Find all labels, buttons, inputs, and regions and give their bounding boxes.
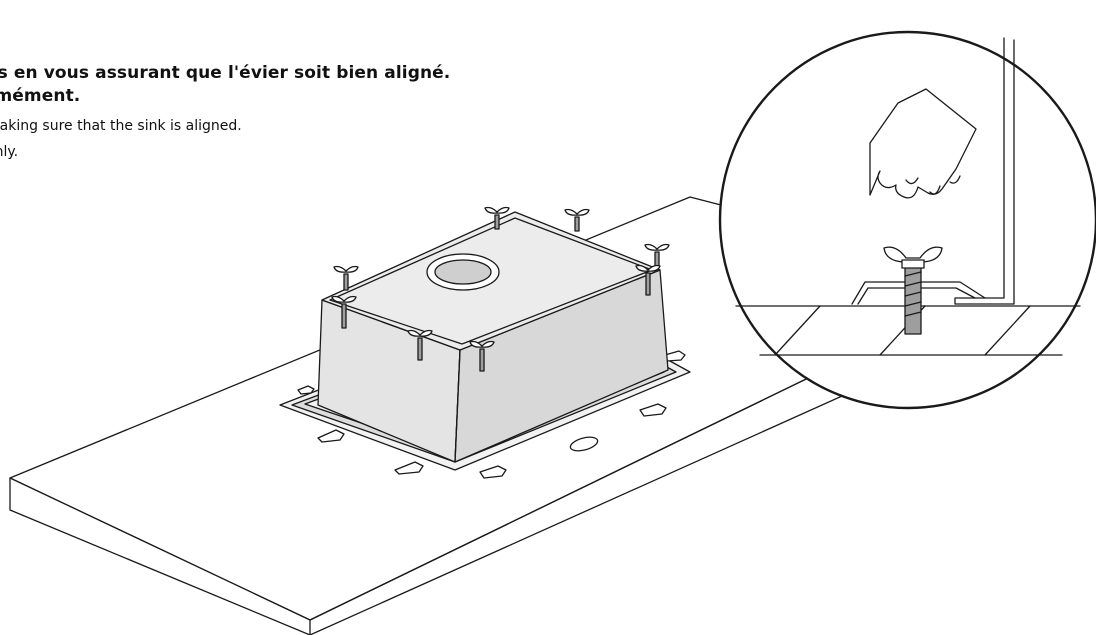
- instruction-fr-line-1: es en vous assurant que l'évier soit bie…: [0, 63, 451, 83]
- detail-zoom-icon: [718, 30, 1096, 410]
- instruction-en-line-1: making sure that the sink is aligned.: [0, 118, 242, 134]
- sink-drain-icon: [426, 253, 500, 291]
- wing-nut-icon: [331, 206, 670, 372]
- instruction-en-line-2: enly.: [0, 144, 19, 160]
- drain-hole-icon: [569, 436, 599, 452]
- mounting-clip-icon: [297, 350, 686, 479]
- hand-icon: [869, 88, 977, 199]
- instructions-text: es en vous assurant que l'évier soit bie…: [0, 0, 620, 180]
- instruction-fr-line-2: rmément.: [0, 86, 81, 106]
